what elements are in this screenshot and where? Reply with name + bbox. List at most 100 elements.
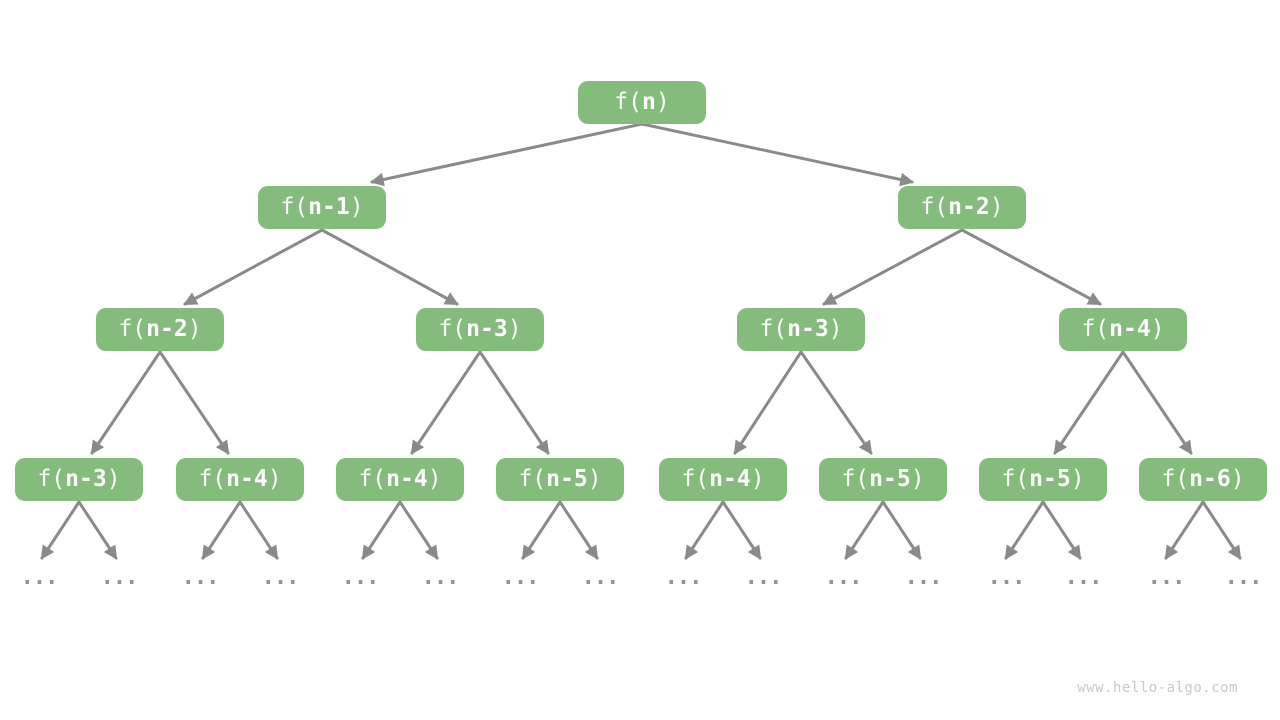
node-text-pre: f( bbox=[681, 466, 710, 492]
node-text-arg: n-3 bbox=[466, 316, 508, 342]
node-text-pre: f( bbox=[1161, 466, 1190, 492]
node-text-post: ) bbox=[1070, 466, 1085, 492]
node-text-arg: n-5 bbox=[546, 466, 588, 492]
edge bbox=[822, 228, 964, 306]
edge bbox=[478, 350, 550, 455]
node-text-pre: f( bbox=[280, 194, 309, 220]
edge bbox=[844, 500, 885, 560]
node-text-post: ) bbox=[910, 466, 925, 492]
node-text-arg: n-4 bbox=[226, 466, 268, 492]
edge bbox=[1041, 500, 1082, 560]
ellipsis-leaf: ... bbox=[1064, 565, 1103, 590]
ellipsis-leaf: ... bbox=[581, 565, 620, 590]
tree-node: f(n-3) bbox=[15, 458, 143, 501]
node-text-arg: n-4 bbox=[386, 466, 428, 492]
edge bbox=[521, 500, 562, 560]
node-text-arg: n-5 bbox=[1029, 466, 1071, 492]
node-text-pre: f( bbox=[358, 466, 387, 492]
node-text-post: ) bbox=[989, 194, 1004, 220]
tree-node: f(n-5) bbox=[819, 458, 947, 501]
edge bbox=[40, 500, 81, 560]
edge bbox=[158, 350, 230, 455]
edge bbox=[640, 122, 915, 187]
tree-node: f(n-4) bbox=[336, 458, 464, 501]
node-text-post: ) bbox=[427, 466, 442, 492]
node-text-post: ) bbox=[828, 316, 843, 342]
watermark: www.hello-algo.com bbox=[1077, 680, 1238, 696]
edge bbox=[1164, 500, 1205, 560]
node-text-pre: f( bbox=[198, 466, 227, 492]
ellipsis-leaf: ... bbox=[987, 565, 1026, 590]
edge bbox=[558, 500, 599, 560]
node-text-post: ) bbox=[267, 466, 282, 492]
node-text-pre: f( bbox=[1081, 316, 1110, 342]
edge bbox=[183, 228, 324, 306]
edge bbox=[398, 500, 439, 560]
tree-node: f(n-2) bbox=[96, 308, 224, 351]
ellipsis-leaf: ... bbox=[20, 565, 59, 590]
node-text-arg: n-6 bbox=[1189, 466, 1231, 492]
tree-node: f(n-4) bbox=[176, 458, 304, 501]
tree-node: f(n-5) bbox=[979, 458, 1107, 501]
tree-node: f(n-6) bbox=[1139, 458, 1267, 501]
node-text-pre: f( bbox=[118, 316, 147, 342]
node-text-post: ) bbox=[349, 194, 364, 220]
edge bbox=[320, 228, 459, 306]
node-text-post: ) bbox=[106, 466, 121, 492]
node-text-arg: n-3 bbox=[787, 316, 829, 342]
ellipsis-leaf: ... bbox=[261, 565, 300, 590]
tree-node: f(n-1) bbox=[258, 186, 386, 229]
edge bbox=[77, 500, 118, 560]
node-text-arg: n-3 bbox=[65, 466, 107, 492]
ellipsis-leaf: ... bbox=[664, 565, 703, 590]
ellipsis-leaf: ... bbox=[744, 565, 783, 590]
edge bbox=[410, 350, 482, 455]
tree-node-root: f(n) bbox=[578, 81, 706, 124]
ellipsis-leaf: ... bbox=[181, 565, 220, 590]
ellipsis-leaf: ... bbox=[100, 565, 139, 590]
node-text-post: ) bbox=[507, 316, 522, 342]
edge bbox=[1053, 350, 1125, 455]
node-text-arg: n-4 bbox=[709, 466, 751, 492]
tree-node: f(n-3) bbox=[737, 308, 865, 351]
tree-node: f(n-5) bbox=[496, 458, 624, 501]
ellipsis-leaf: ... bbox=[1147, 565, 1186, 590]
edge bbox=[960, 228, 1102, 306]
edge bbox=[1004, 500, 1045, 560]
ellipsis-leaf: ... bbox=[501, 565, 540, 590]
tree-node: f(n-2) bbox=[898, 186, 1026, 229]
edge bbox=[369, 122, 644, 187]
node-text-pre: f( bbox=[1001, 466, 1030, 492]
edge bbox=[799, 350, 873, 455]
edge bbox=[201, 500, 242, 560]
node-text-post: ) bbox=[750, 466, 765, 492]
node-text-pre: f( bbox=[920, 194, 949, 220]
node-text-arg: n-4 bbox=[1109, 316, 1151, 342]
tree-node: f(n-4) bbox=[659, 458, 787, 501]
node-text-pre: f( bbox=[759, 316, 788, 342]
node-text-pre: f( bbox=[614, 89, 642, 115]
node-text-pre: f( bbox=[518, 466, 547, 492]
edge bbox=[238, 500, 279, 560]
node-text-post: ) bbox=[1230, 466, 1245, 492]
ellipsis-leaf: ... bbox=[824, 565, 863, 590]
edge bbox=[361, 500, 402, 560]
node-text-post: ) bbox=[587, 466, 602, 492]
node-text-pre: f( bbox=[438, 316, 467, 342]
edge bbox=[1201, 500, 1242, 560]
node-text-arg: n-2 bbox=[146, 316, 188, 342]
ellipsis-leaf: ... bbox=[1224, 565, 1263, 590]
node-text-post: ) bbox=[187, 316, 202, 342]
node-text-post: ) bbox=[655, 89, 670, 115]
edge bbox=[733, 350, 803, 455]
tree-node: f(n-4) bbox=[1059, 308, 1187, 351]
ellipsis-leaf: ... bbox=[904, 565, 943, 590]
node-text-post: ) bbox=[1150, 316, 1165, 342]
ellipsis-leaf: ... bbox=[341, 565, 380, 590]
tree-node: f(n-3) bbox=[416, 308, 544, 351]
node-text-pre: f( bbox=[37, 466, 66, 492]
edge bbox=[684, 500, 725, 560]
node-text-arg: n bbox=[641, 89, 656, 115]
